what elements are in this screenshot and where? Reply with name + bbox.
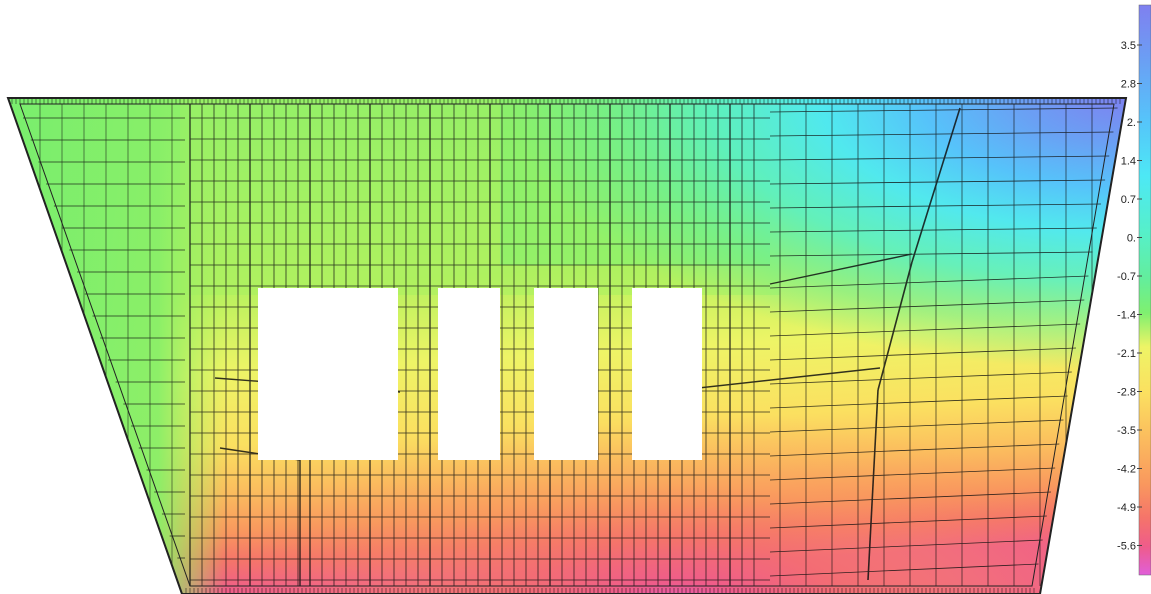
legend-tick-label: 0. [1127,233,1136,245]
wall-inner-rim [19,103,1115,587]
legend-tick-label: -5.6 [1117,541,1136,553]
legend-tick-label: -0.7 [1117,271,1136,283]
legend-colorbar [1138,4,1151,576]
legend-tick-label: -4.9 [1117,502,1136,514]
legend-tick-label: 2. [1127,117,1136,129]
legend-tick-label: -3.5 [1117,425,1136,437]
legend-tick-label: 1.4 [1121,156,1136,168]
opening-1 [258,288,398,460]
legend-tick-label: -1.4 [1117,310,1136,322]
mesh-lines [11,98,1121,594]
legend-tick-label: -2.1 [1117,348,1136,360]
legend-tick-label: -4.2 [1117,464,1136,476]
legend-tick-label: 0.7 [1121,194,1136,206]
legend-tick-label: 3.5 [1121,40,1136,52]
opening-4 [632,288,702,460]
opening-2 [438,288,500,460]
openings [258,288,702,460]
legend-tick-label: 2.8 [1121,79,1136,91]
color-legend: 3.5 2.8 2. 1.4 0.7 0. -0.7 -1.4 -2.1 -2.8 -3.5 -4.2… [1117,4,1151,576]
legend-tick-label: -2.8 [1117,387,1136,399]
opening-3 [534,288,598,460]
wall-outline [6,97,1128,594]
